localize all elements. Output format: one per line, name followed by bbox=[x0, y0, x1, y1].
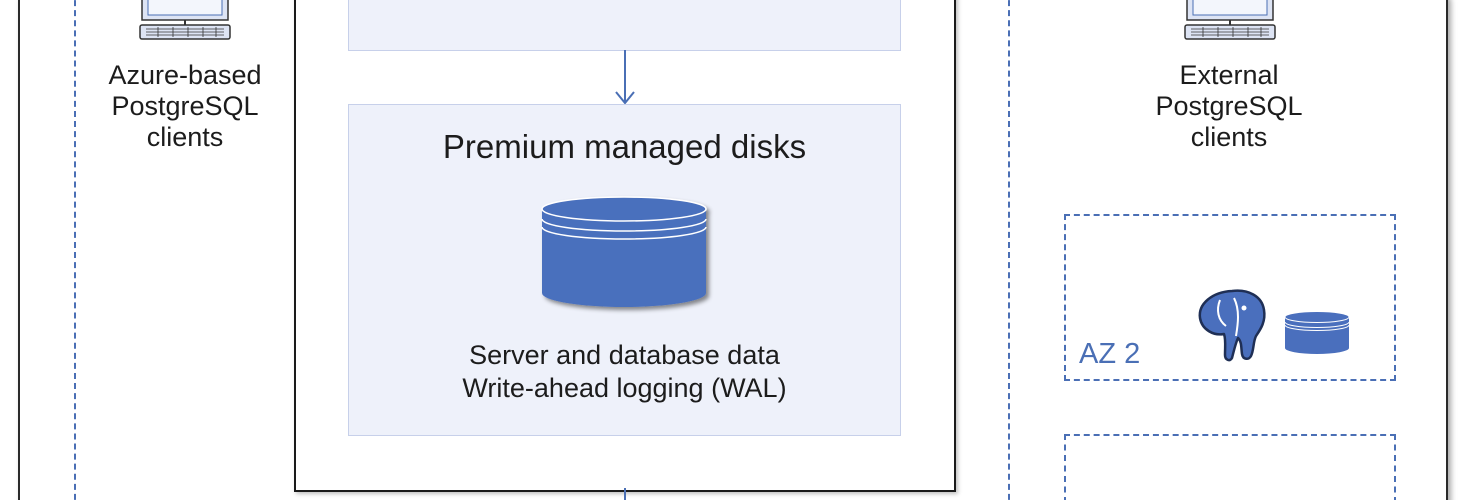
external-clients-line3: clients bbox=[1190, 122, 1268, 152]
external-clients-line1: External bbox=[1179, 60, 1279, 90]
database-cylinder-icon bbox=[541, 196, 707, 307]
azure-clients-line2: PostgreSQL bbox=[111, 91, 259, 121]
external-clients-label: External PostgreSQL clients bbox=[1129, 60, 1329, 153]
arrow-bottom-out bbox=[624, 488, 626, 500]
az-2-label: AZ 2 bbox=[1079, 338, 1141, 370]
disk-caption-line2: Write-ahead logging (WAL) bbox=[462, 373, 787, 403]
computer-terminal-icon bbox=[139, 0, 231, 40]
azure-clients-label: Azure-based PostgreSQL clients bbox=[85, 60, 285, 153]
availability-zone-box-lower bbox=[1064, 434, 1396, 500]
postgresql-elephant-icon bbox=[1198, 289, 1266, 362]
disk-caption-line1: Server and database data bbox=[469, 340, 780, 370]
arrow-compute-to-disk bbox=[615, 50, 635, 105]
external-clients-line2: PostgreSQL bbox=[1155, 91, 1303, 121]
azure-region-boundary-right bbox=[1008, 0, 1011, 500]
database-cylinder-icon bbox=[1284, 311, 1350, 354]
disk-panel-title: Premium managed disks bbox=[442, 128, 807, 165]
computer-terminal-icon bbox=[1184, 0, 1276, 40]
compute-panel bbox=[348, 0, 901, 51]
azure-clients-line3: clients bbox=[146, 122, 224, 152]
azure-region-boundary-left bbox=[74, 0, 77, 500]
azure-clients-line1: Azure-based bbox=[108, 60, 262, 90]
